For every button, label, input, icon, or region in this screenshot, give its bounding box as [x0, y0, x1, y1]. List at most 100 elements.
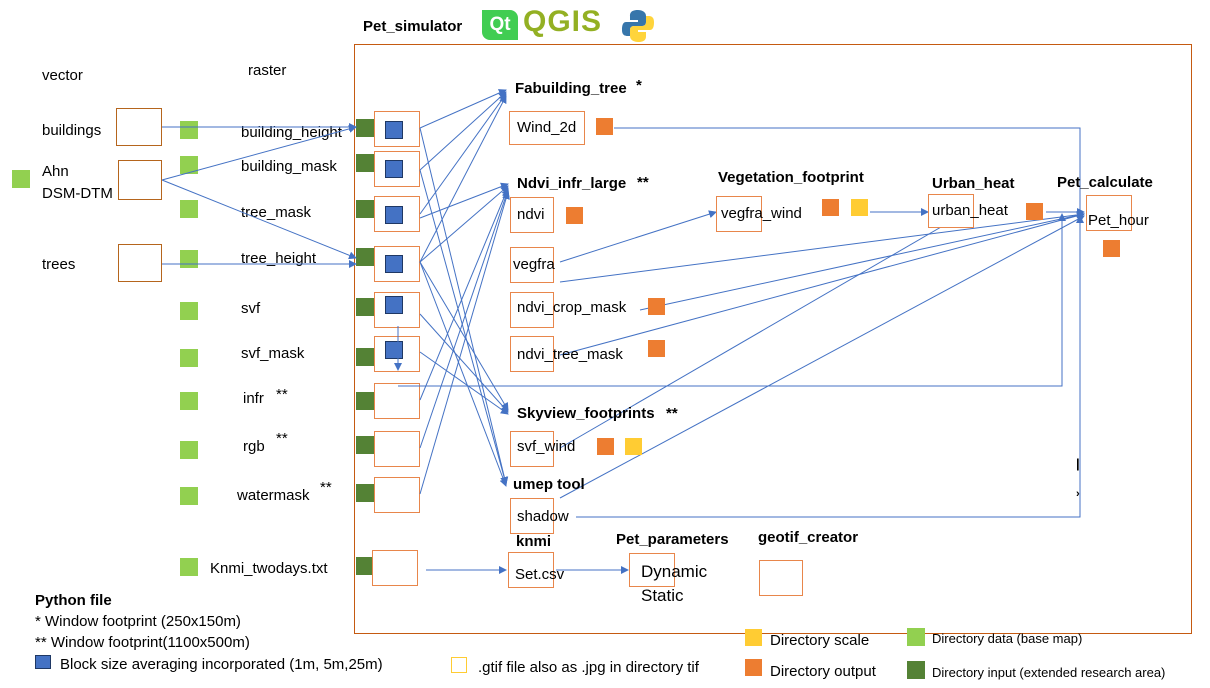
svf-wind-box	[510, 431, 554, 467]
svf-mask-input-square	[356, 348, 374, 366]
ndvi-infr-large-mark: **	[637, 174, 649, 191]
ndvi-tree-mask-label: ndvi_tree_mask	[517, 346, 623, 363]
svf-mask-label: svf_mask	[241, 345, 305, 362]
tree-mask-base-square	[180, 200, 198, 218]
set-csv-box	[508, 552, 554, 588]
watermask-mark: **	[320, 479, 332, 496]
watermask-input-square	[356, 484, 374, 502]
svf-mask-base-square	[180, 349, 198, 367]
wind-2d-box	[509, 111, 585, 145]
pet-hour-box	[1086, 195, 1132, 231]
ahn-box	[118, 160, 162, 200]
tree-mask-input-square	[356, 200, 374, 218]
building-height-block-square	[385, 121, 403, 139]
watermask-box	[374, 477, 420, 513]
building-mask-label: building_mask	[241, 158, 337, 175]
geotif-creator-title: geotif_creator	[758, 529, 859, 546]
raster-heading: raster	[248, 62, 287, 79]
svf-wind-output-square	[597, 438, 614, 455]
legend-directory-data: Directory data (base map)	[932, 631, 1083, 646]
pet-parameters-box	[629, 553, 675, 587]
set-csv-label: Set.csv	[515, 566, 565, 583]
rgb-label: rgb	[243, 438, 265, 455]
buildings-label: buildings	[42, 122, 102, 139]
ahn-base-map-square	[12, 170, 30, 188]
knmi-file-label: Knmi_twodays.txt	[210, 560, 328, 577]
legend-gtif-square	[451, 657, 467, 673]
tree-height-label: tree_height	[241, 250, 317, 267]
building-mask-block-square	[385, 160, 403, 178]
vegfra-label: vegfra	[513, 256, 555, 273]
tree-height-block-square	[385, 255, 403, 273]
ndvi-box	[510, 197, 554, 233]
ndvi-label: ndvi	[517, 206, 545, 223]
svf-base-square	[180, 302, 198, 320]
knmi-title: knmi	[516, 533, 552, 550]
geotif-creator-box	[759, 560, 803, 596]
legend-gtif: .gtif file also as .jpg in directory tif	[478, 659, 699, 676]
tree-mask-label: tree_mask	[241, 204, 312, 221]
shadow-label: shadow	[517, 508, 569, 525]
urban-heat-box	[928, 194, 974, 228]
ndvi-crop-mask-output-square	[648, 298, 665, 315]
legend-directory-scale: Directory scale	[770, 632, 870, 649]
umep-tool-title: umep tool	[513, 476, 585, 493]
building-height-input-square	[356, 119, 374, 137]
vegfra-wind-box	[716, 196, 762, 232]
svf-label: svf	[241, 300, 261, 317]
legend-input-square	[907, 661, 925, 679]
rgb-box	[374, 431, 420, 467]
vegetation-footprint-title: Vegetation_footprint	[718, 169, 864, 186]
legend-directory-input: Directory input (extended research area)	[932, 665, 1166, 680]
ndvi-crop-mask-label: ndvi_crop_mask	[517, 299, 627, 316]
svf-block-square	[385, 296, 403, 314]
skyview-footprints-title: Skyview_footprints	[517, 405, 655, 422]
vegfra-wind-label: vegfra_wind	[721, 205, 802, 222]
ndvi-tree-mask-box	[510, 336, 554, 372]
trees-box	[118, 244, 162, 282]
building-height-label: building_height	[241, 124, 342, 141]
knmi-box	[372, 550, 418, 586]
pet-parameters-title: Pet_parameters	[616, 531, 729, 548]
vector-heading: vector	[42, 67, 83, 84]
legend-single-star: * Window footprint (250x150m)	[35, 613, 241, 630]
vegfra-wind-output-square	[822, 199, 839, 216]
fabuilding-tree-title: Fabuilding_tree	[515, 80, 627, 97]
infr-input-square	[356, 392, 374, 410]
vegfra-box	[510, 247, 554, 283]
pet-hour-label: Pet_hour	[1088, 212, 1149, 229]
page-title: Pet_simulator	[363, 18, 463, 35]
legend-python-file: Python file	[35, 592, 112, 609]
building-height-base-square	[180, 121, 198, 139]
legend-block-square	[35, 655, 51, 669]
pet-hour-output-square	[1103, 240, 1120, 257]
ndvi-tree-mask-output-square	[648, 340, 665, 357]
urban-heat-output-square	[1026, 203, 1043, 220]
wind-2d-label: Wind_2d	[517, 119, 577, 136]
building-mask-base-square	[180, 156, 198, 174]
svf-wind-label: svf_wind	[517, 438, 576, 455]
trees-label: trees	[42, 256, 76, 273]
knmi-input-square	[356, 557, 374, 575]
building-mask-input-square	[356, 154, 374, 172]
svf-input-square	[356, 298, 374, 316]
tree-mask-block-square	[385, 206, 403, 224]
ndvi-infr-large-title: Ndvi_infr_large	[517, 175, 627, 192]
rgb-base-square	[180, 441, 198, 459]
edge-tick-bottom: ›	[1076, 488, 1080, 500]
qt-logo: Qt	[482, 10, 518, 40]
python-logo-icon	[622, 10, 654, 42]
infr-label: infr	[243, 390, 264, 407]
dsm-dtm-label: DSM-DTM	[42, 185, 113, 202]
edge-tick-top: |	[1076, 456, 1080, 471]
buildings-box	[116, 108, 162, 146]
watermask-label: watermask	[237, 487, 310, 504]
infr-box	[374, 383, 420, 419]
legend-directory-output: Directory output	[770, 663, 876, 680]
knmi-base-square	[180, 558, 198, 576]
infr-base-square	[180, 392, 198, 410]
watermask-base-square	[180, 487, 198, 505]
ndvi-crop-mask-box	[510, 292, 554, 328]
urban-heat-label: urban_heat	[932, 202, 1008, 219]
